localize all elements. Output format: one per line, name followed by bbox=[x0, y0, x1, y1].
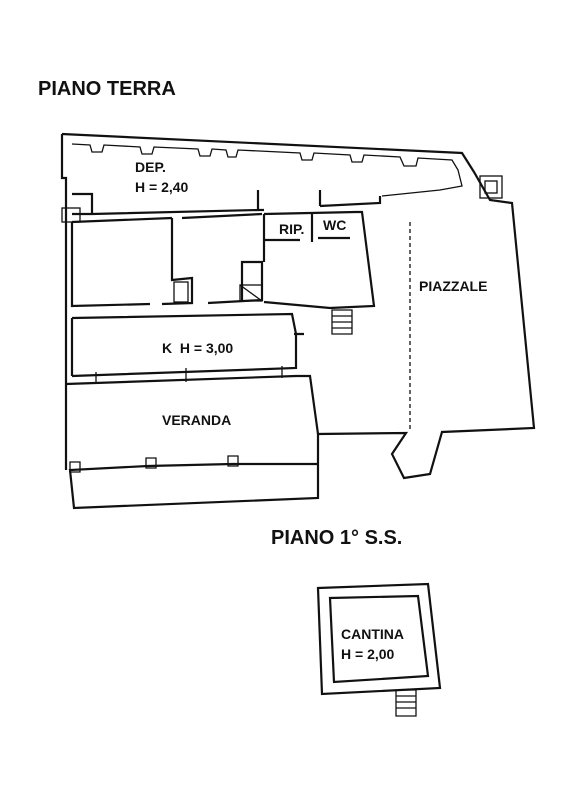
wc-room-label: WC bbox=[323, 217, 346, 233]
entry-steps bbox=[331, 309, 353, 335]
cantina-height-label: H = 2,00 bbox=[341, 646, 395, 662]
kitchen-label: K H = 3,00 bbox=[162, 340, 233, 356]
outer-wall-inner bbox=[71, 143, 463, 197]
service-walls bbox=[262, 210, 376, 310]
outer-wall bbox=[61, 132, 536, 510]
dep-room-label: DEP. bbox=[135, 159, 166, 175]
outer-wall-left bbox=[60, 134, 68, 470]
ground-floor-title: PIANO TERRA bbox=[38, 78, 176, 100]
dep-lower-wall bbox=[72, 190, 382, 216]
rip-room-label: RIP. bbox=[279, 221, 304, 237]
ground-floor-plan bbox=[60, 132, 536, 510]
basement-title: PIANO 1° S.S. bbox=[271, 527, 402, 549]
kitchen-walls bbox=[70, 312, 304, 378]
cantina-stairs bbox=[395, 689, 417, 717]
chimney bbox=[479, 175, 503, 199]
room-left-walls bbox=[70, 212, 264, 308]
stair-step-small bbox=[173, 281, 189, 303]
piazzale-label: PIAZZALE bbox=[419, 278, 487, 294]
veranda-wall bbox=[65, 374, 320, 435]
chimney-inner bbox=[484, 180, 498, 194]
dep-height-label: H = 2,40 bbox=[135, 179, 189, 195]
cantina-outer-wall bbox=[316, 582, 442, 696]
stair-box bbox=[239, 284, 263, 302]
stair-diagonal bbox=[239, 284, 263, 302]
cantina-room-label: CANTINA bbox=[341, 626, 404, 642]
veranda-label: VERANDA bbox=[162, 412, 231, 428]
cantina-inner-wall bbox=[328, 594, 430, 684]
veranda-pillars bbox=[69, 455, 239, 473]
basement-floor-plan bbox=[316, 582, 442, 717]
